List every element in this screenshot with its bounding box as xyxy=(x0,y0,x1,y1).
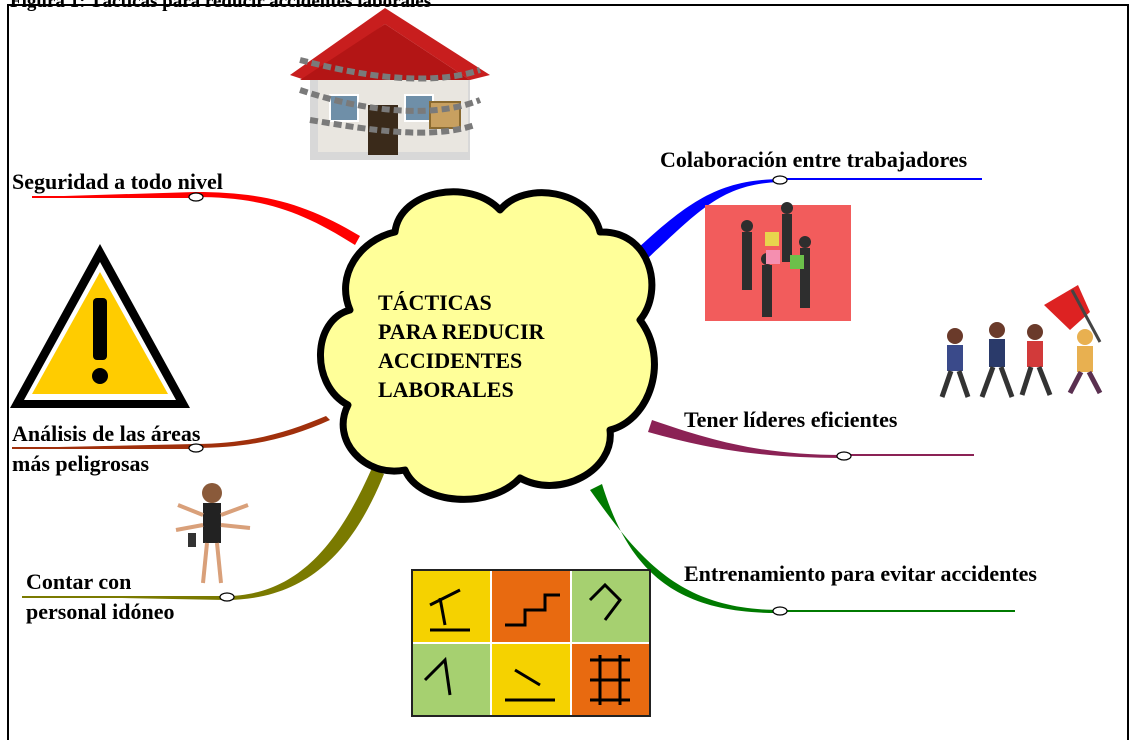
center-title: TÁCTICAS PARA REDUCIR ACCIDENTES LABORAL… xyxy=(378,288,544,404)
branch-personal xyxy=(22,468,384,602)
hazard-pictograms-image xyxy=(411,569,651,717)
branch-seguridad xyxy=(32,192,360,245)
label-analisis-1: Análisis de las áreas xyxy=(12,421,201,446)
label-lideres: Tener líderes eficientes xyxy=(684,407,898,432)
label-entrenamiento: Entrenamiento para evitar accidentes xyxy=(684,561,1037,586)
warning-sign-image xyxy=(10,244,190,408)
label-colaboracion: Colaboración entre trabajadores xyxy=(660,147,968,172)
center-cloud xyxy=(317,188,658,503)
branch-entrenamiento xyxy=(590,484,1015,616)
center-line-2: PARA REDUCIR xyxy=(378,319,545,344)
branch-analisis xyxy=(12,416,330,453)
center-line-1: TÁCTICAS xyxy=(378,290,492,315)
branch-colaboracion xyxy=(636,175,982,258)
label-personal-2: personal idóneo xyxy=(26,599,175,624)
house-chains-image xyxy=(290,8,490,160)
branch-lideres xyxy=(648,420,974,461)
label-analisis-2: más peligrosas xyxy=(12,451,150,476)
leader-flag-image xyxy=(939,285,1103,398)
label-seguridad: Seguridad a todo nivel xyxy=(12,169,223,194)
center-line-3: ACCIDENTES xyxy=(378,348,523,373)
figure-caption: Figura 1: Tácticas para reducir accident… xyxy=(10,0,432,12)
puzzle-collaboration-image xyxy=(705,202,851,321)
multitask-woman-image xyxy=(175,483,251,584)
diagram-frame xyxy=(7,4,1129,740)
center-line-4: LABORALES xyxy=(378,377,514,402)
label-personal-1: Contar con xyxy=(26,569,132,594)
